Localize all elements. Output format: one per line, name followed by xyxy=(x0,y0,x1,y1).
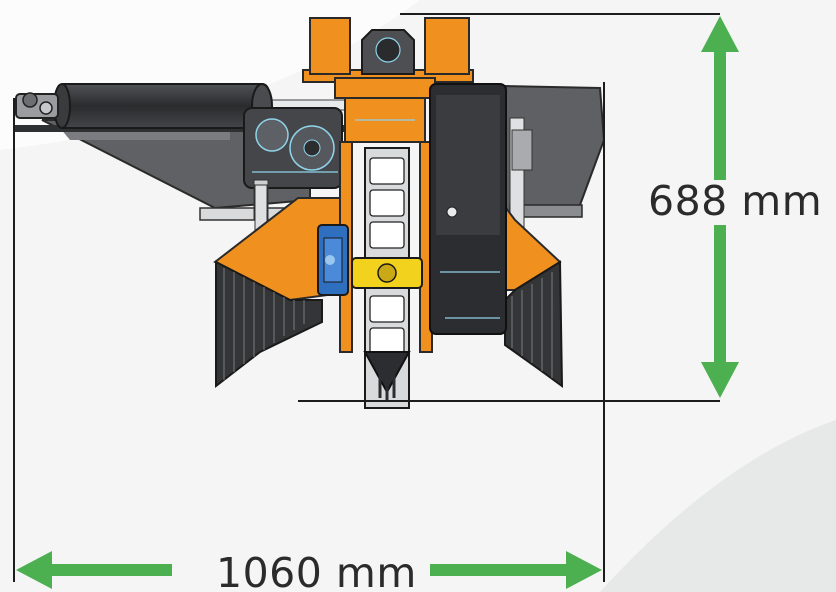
dimension-lines xyxy=(13,13,720,582)
width-dimension-label: 1060 mm xyxy=(212,553,421,592)
left-brush-skirt xyxy=(215,260,323,389)
hydraulic-motor xyxy=(317,224,349,296)
trencher-machine xyxy=(14,17,606,409)
height-dimension-label: 688 mm xyxy=(646,177,825,225)
wheel-housing xyxy=(429,83,507,335)
top-mount xyxy=(302,17,474,83)
trencher-chain xyxy=(351,147,423,409)
roller-bracket xyxy=(15,92,59,119)
background-swoosh xyxy=(600,420,836,592)
height-dimension-arrow xyxy=(701,16,739,398)
roller-drum xyxy=(57,83,269,129)
width-dimension-arrow xyxy=(16,551,602,589)
gearbox xyxy=(243,107,343,221)
